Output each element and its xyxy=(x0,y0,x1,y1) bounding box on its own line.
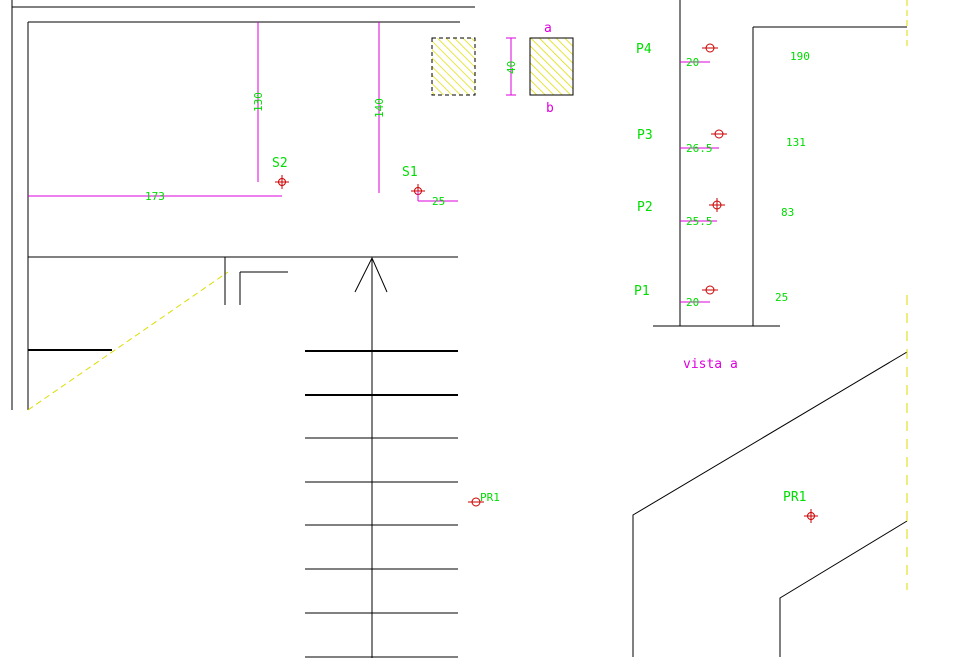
point-p3-offset: 26.5 xyxy=(686,142,713,155)
point-s1-label: S1 xyxy=(402,165,418,180)
plan-view: 173 130 140 25 S2 S1 xyxy=(11,0,500,658)
point-p2-label: P2 xyxy=(637,200,653,215)
point-p3-height: 131 xyxy=(786,136,806,149)
view-caption: vista a xyxy=(683,357,738,372)
stair-arrow-icon xyxy=(354,256,388,293)
point-p4-height: 190 xyxy=(790,50,810,63)
point-s2-label: S2 xyxy=(272,156,288,171)
point-s1: S1 xyxy=(402,165,425,201)
point-pr1-detail: PR1 xyxy=(783,490,818,523)
stair xyxy=(305,256,458,658)
detail-outline-lower xyxy=(779,520,908,657)
hidden-line-yellow xyxy=(27,271,229,411)
dimension-25-text: 25 xyxy=(432,195,445,208)
point-p1-label: P1 xyxy=(634,284,650,299)
dimension-173-text: 173 xyxy=(145,190,165,203)
section-label-b: b xyxy=(546,101,554,116)
elevation-point-p2: P2 25.5 83 xyxy=(637,198,794,228)
section-label-a: a xyxy=(544,21,552,36)
dimension-130-text: 130 xyxy=(252,92,265,112)
point-pr1-detail-label: PR1 xyxy=(783,490,806,505)
elevation-point-p4: P4 20 190 xyxy=(636,42,810,69)
dimension-140: 140 xyxy=(373,22,386,193)
elevation-point-p1: P1 20 25 xyxy=(634,284,788,309)
elevation-view: P4 20 190 P3 26.5 131 P2 25.5 83 xyxy=(634,0,908,372)
point-pr1-plan-label: PR1 xyxy=(480,491,500,504)
point-p3-label: P3 xyxy=(637,128,653,143)
point-p2-height: 83 xyxy=(781,206,794,219)
elevation-point-p3: P3 26.5 131 xyxy=(637,128,806,155)
point-s2: S2 xyxy=(272,156,289,189)
dimension-173: 173 xyxy=(28,190,282,203)
section-ab: 40 a b xyxy=(431,21,574,116)
point-p4-offset: 20 xyxy=(686,56,699,69)
point-p2-offset: 25.5 xyxy=(686,215,713,228)
dimension-130: 130 xyxy=(252,22,265,182)
dimension-25-s1: 25 xyxy=(418,195,458,208)
point-p1-height: 25 xyxy=(775,291,788,304)
hatched-block xyxy=(529,37,574,96)
hatched-block-dashed xyxy=(431,37,476,96)
dimension-140-text: 140 xyxy=(373,98,386,118)
point-p4-label: P4 xyxy=(636,42,652,57)
point-p1-offset: 20 xyxy=(686,296,699,309)
detail-view: PR1 xyxy=(632,295,908,657)
detail-outline-upper xyxy=(632,351,908,657)
dimension-40-text: 40 xyxy=(505,61,518,74)
point-pr1-plan: PR1 xyxy=(468,491,500,507)
